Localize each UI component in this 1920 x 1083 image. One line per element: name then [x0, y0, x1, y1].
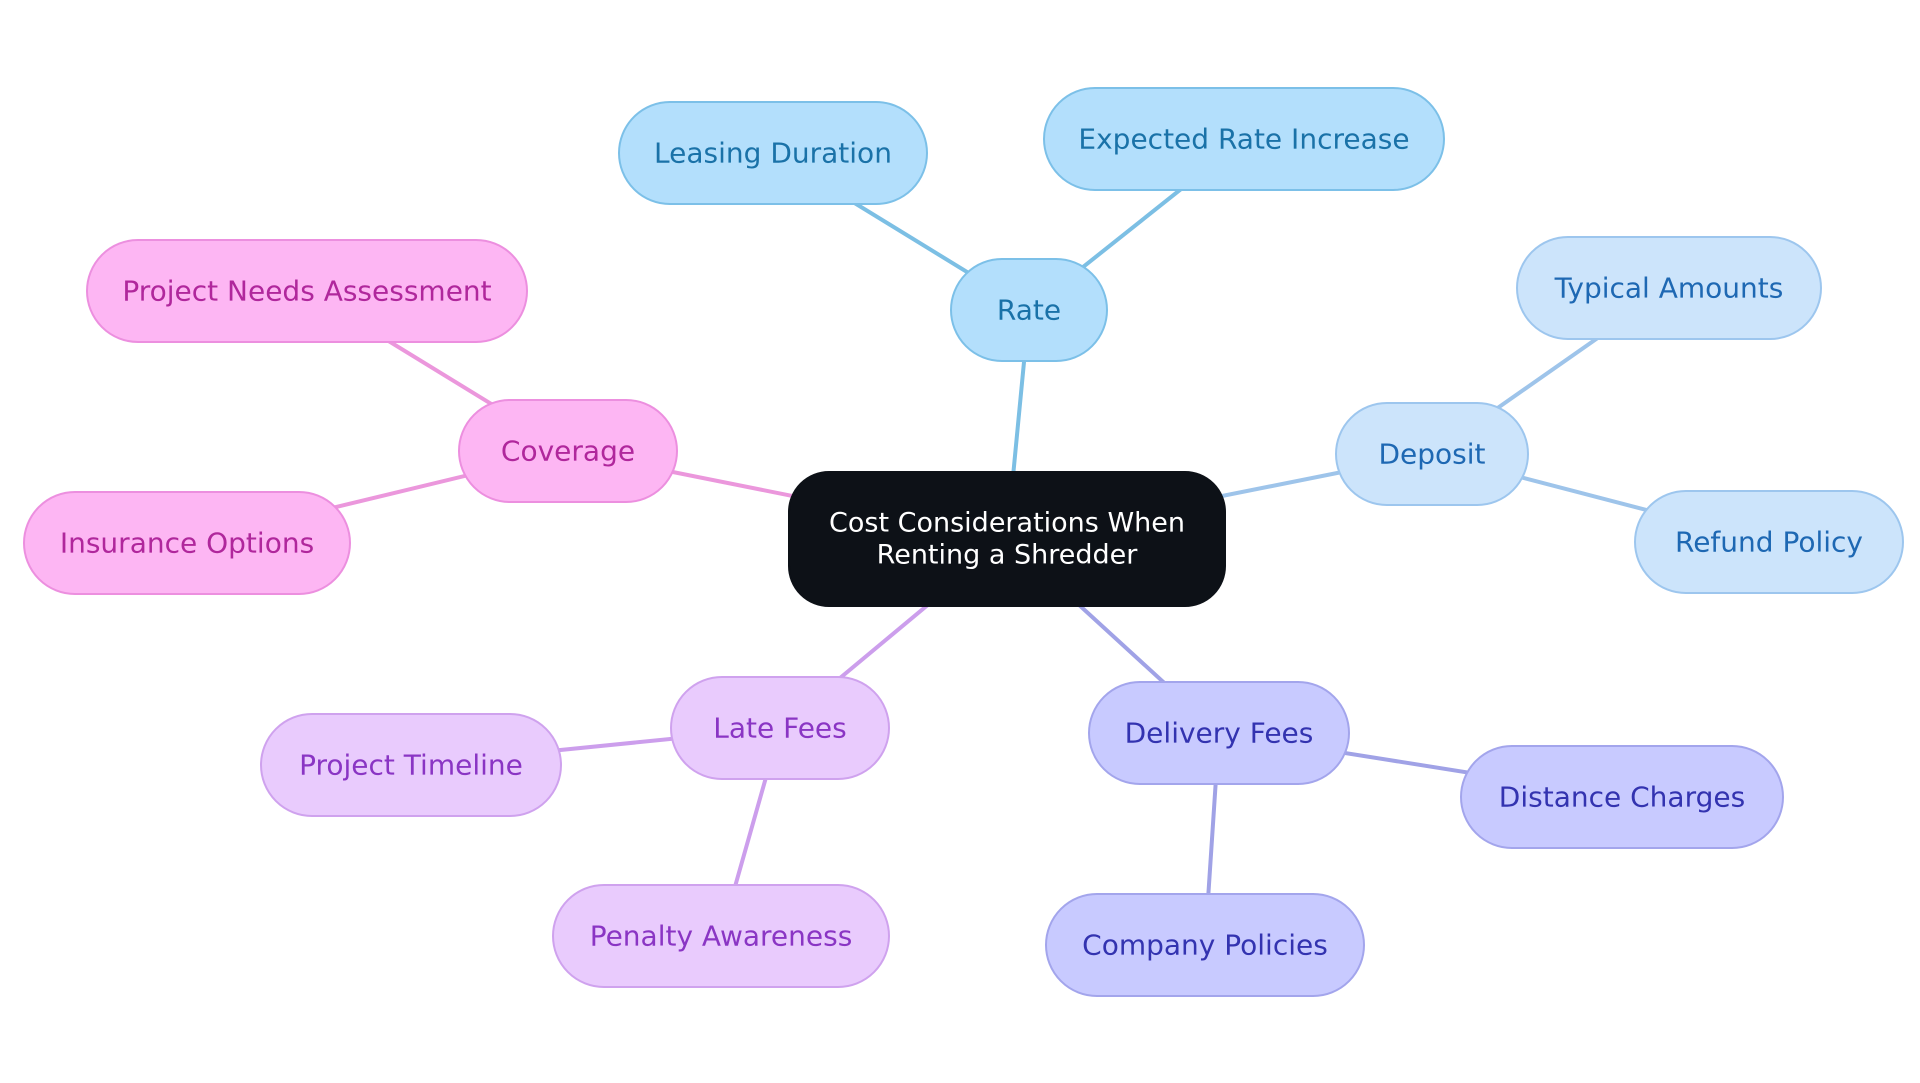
leaf-node-refund-policy: Refund Policy — [1634, 490, 1904, 594]
branch-node-coverage-label: Coverage — [501, 435, 635, 468]
leaf-node-project-needs-assessment: Project Needs Assessment — [86, 239, 528, 343]
branch-node-delivery-fees-box — [1088, 681, 1350, 785]
leaf-node-project-timeline-box — [260, 713, 562, 817]
leaf-node-expected-rate-increase: Expected Rate Increase — [1043, 87, 1445, 191]
root-node-label-line-1: Cost Considerations When — [829, 508, 1185, 539]
leaf-node-typical-amounts-label: Typical Amounts — [1554, 272, 1784, 305]
leaf-node-company-policies-label: Company Policies — [1082, 929, 1328, 962]
leaf-node-penalty-awareness-box — [552, 884, 890, 988]
leaf-node-expected-rate-increase-label: Expected Rate Increase — [1078, 123, 1409, 156]
branch-node-deposit-label: Deposit — [1378, 438, 1485, 471]
branch-node-rate: Rate — [950, 258, 1108, 362]
branch-node-late-fees-label: Late Fees — [713, 712, 846, 745]
leaf-node-project-needs-assessment-box — [86, 239, 528, 343]
leaf-node-penalty-awareness-label: Penalty Awareness — [590, 920, 853, 953]
leaf-node-typical-amounts-box — [1516, 236, 1822, 340]
leaf-node-insurance-options-label: Insurance Options — [60, 527, 314, 560]
leaf-node-project-needs-assessment-label: Project Needs Assessment — [122, 275, 491, 308]
branch-node-rate-box — [950, 258, 1108, 362]
leaf-node-distance-charges: Distance Charges — [1460, 745, 1784, 849]
leaf-node-project-timeline: Project Timeline — [260, 713, 562, 817]
branch-node-deposit: Deposit — [1335, 402, 1529, 506]
leaf-node-distance-charges-box — [1460, 745, 1784, 849]
leaf-node-expected-rate-increase-box — [1043, 87, 1445, 191]
leaf-node-leasing-duration: Leasing Duration — [618, 101, 928, 205]
leaf-node-insurance-options: Insurance Options — [23, 491, 351, 595]
branch-node-rate-label: Rate — [997, 294, 1061, 327]
branch-node-coverage: Coverage — [458, 399, 678, 503]
leaf-node-refund-policy-label: Refund Policy — [1675, 526, 1863, 559]
branch-node-delivery-fees-label: Delivery Fees — [1125, 717, 1314, 750]
leaf-node-company-policies: Company Policies — [1045, 893, 1365, 997]
branch-node-coverage-box — [458, 399, 678, 503]
branch-node-delivery-fees: Delivery Fees — [1088, 681, 1350, 785]
leaf-node-leasing-duration-label: Leasing Duration — [654, 137, 892, 170]
root-node-label-line-2: Renting a Shredder — [877, 540, 1139, 571]
branch-node-deposit-box — [1335, 402, 1529, 506]
leaf-node-insurance-options-box — [23, 491, 351, 595]
branch-node-late-fees: Late Fees — [670, 676, 890, 780]
leaf-node-penalty-awareness: Penalty Awareness — [552, 884, 890, 988]
leaf-node-typical-amounts: Typical Amounts — [1516, 236, 1822, 340]
leaf-node-project-timeline-label: Project Timeline — [299, 749, 523, 782]
leaf-node-company-policies-box — [1045, 893, 1365, 997]
leaf-node-refund-policy-box — [1634, 490, 1904, 594]
leaf-node-leasing-duration-box — [618, 101, 928, 205]
leaf-node-distance-charges-label: Distance Charges — [1499, 781, 1745, 814]
root-node-box — [788, 471, 1226, 607]
branch-node-late-fees-box — [670, 676, 890, 780]
